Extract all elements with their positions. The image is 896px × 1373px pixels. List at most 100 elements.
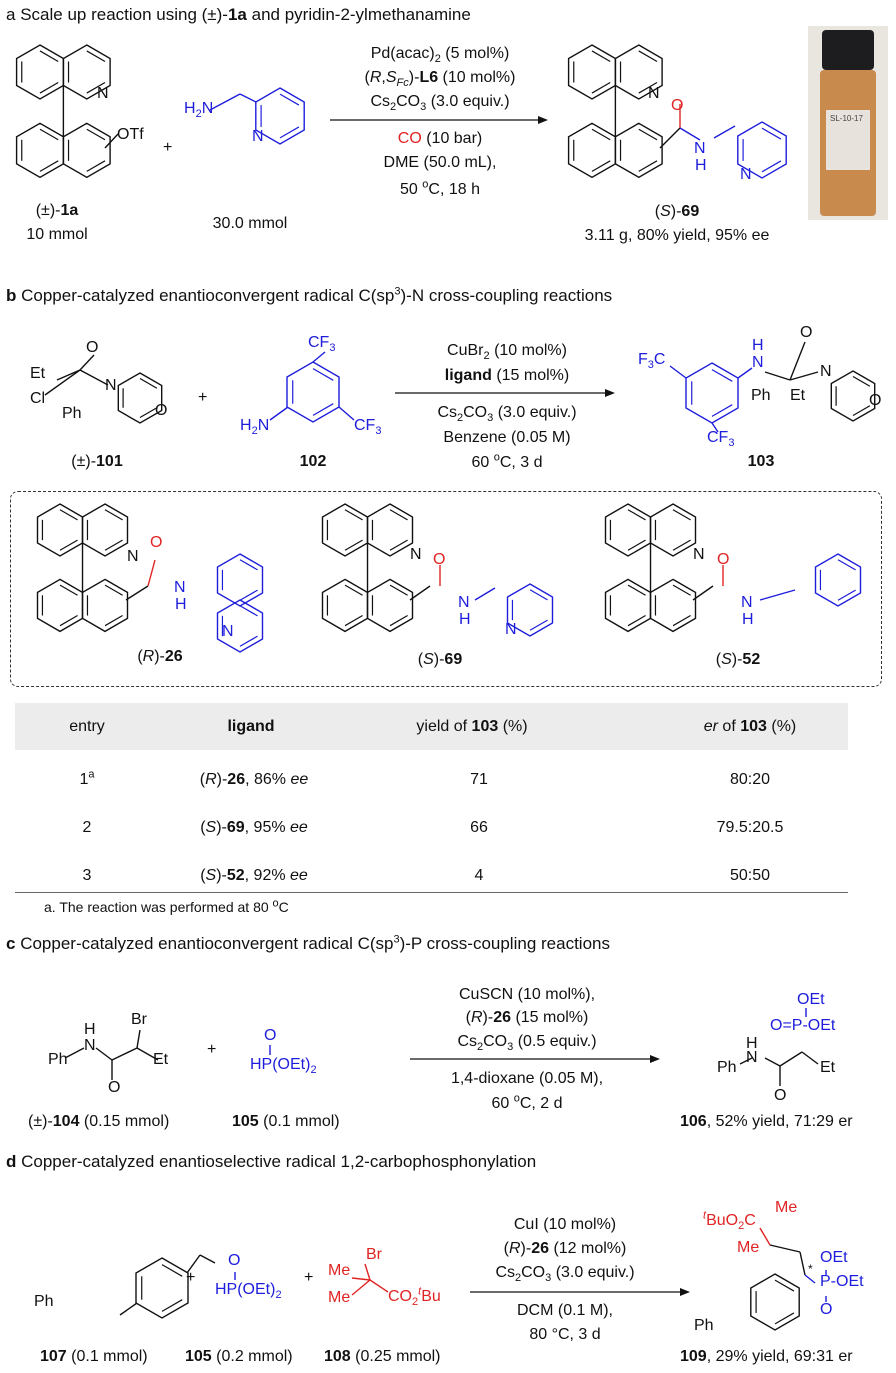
phosphite-105: HP(OEt)2 [250,1056,317,1077]
isoquinoline-ring [15,44,65,100]
double-bond [86,160,106,172]
section-a-title: a Scale up reaction using (±)-1a and pyr… [6,5,471,24]
table-cell-entry: 3 [82,867,92,884]
double-bond [672,584,691,596]
double-bond [59,539,78,551]
double-bond [86,50,106,62]
atom-o: O [671,97,684,114]
bond [737,367,753,379]
reagent-105-label: 105 (0.1 mmol) [232,1113,340,1130]
table-cell-entry: 2 [82,819,92,836]
double-bond [161,1299,183,1312]
atom-n: N [410,546,422,563]
arene-ring [286,361,340,423]
double-bond [774,1279,795,1292]
atom-o: O [717,551,730,568]
cond-solvent: DME (50.0 mL), [383,154,497,171]
double-bond [389,615,408,627]
double-bond [104,509,123,521]
arene-ring [685,362,739,424]
atom-n: N [97,85,109,102]
atom-n: N [458,594,470,611]
cond-base: Cs2CO3 (0.5 equiv.) [457,1033,597,1054]
double-bond [837,559,856,571]
atom-h: H [695,157,707,174]
cond-temp: 60 oC, 3 d [471,451,543,471]
double-bond [344,509,363,521]
amine-amount: 30.0 mmol [212,215,288,232]
double-bond [672,539,691,551]
double-bond [59,584,78,596]
bond [679,127,701,141]
atom-o: O [800,324,813,341]
double-bond [638,160,658,172]
phosphite-105: HP(OEt)2 [215,1281,282,1302]
sm-107-label: 107 (0.1 mmol) [40,1348,148,1365]
atom-otf: OTf [117,126,144,143]
reagent-108-label: 108 (0.25 mmol) [324,1348,441,1365]
arrowhead-icon [650,1055,660,1063]
double-bond [59,615,78,627]
atom-cf3: CF3 [354,417,382,438]
double-bond [529,619,548,631]
atom-et: Et [820,1059,836,1076]
double-bond [638,128,658,141]
plus-sign: + [163,139,173,156]
double-bond [852,405,871,417]
bond [759,589,796,601]
double-bond [389,509,408,521]
table-cell-yield: 4 [474,867,484,884]
plus-sign: + [186,1269,196,1286]
double-bond [312,368,334,381]
double-bond [161,1264,183,1277]
cond-ligand: ligand (15 mol%) [444,367,570,384]
double-bond [627,539,646,551]
bond [312,351,326,363]
sm-104-label: (±)-104 (0.15 mmol) [28,1113,170,1130]
cond-catalyst: CuBr2 (10 mol%) [447,342,567,363]
bond [364,1263,371,1281]
section-c-title: c Copper-catalyzed enantioconvergent rad… [6,933,610,953]
morpholine-ring [830,370,876,422]
double-bond [711,404,733,417]
double-bond [638,50,658,62]
atom-n: N [740,166,752,183]
pyridine-ring [506,583,554,637]
product-109-label: 109, 29% yield, 69:31 er [680,1348,853,1365]
cond-ligand: (R)-26 (15 mol%) [465,1009,589,1026]
cond-co: CO (10 bar) [397,130,483,147]
double-bond [239,605,258,617]
bond [269,406,289,421]
th-yield: yield of 103 (%) [416,718,528,735]
cond-catalyst: Pd(acac)2 (5 mol%) [370,45,510,66]
phosphonate-group: P-OEt [820,1273,864,1290]
sm-1a-amount: 10 mmol [26,226,88,243]
atom-h: H [459,611,471,628]
cond-temp: 60 oC, 2 d [491,1092,563,1112]
atom-h2n: H2N [240,417,270,438]
table-header-band [15,703,848,750]
atom-cf3: CF3 [308,334,336,355]
ligand-69-label: (S)-69 [417,651,463,668]
atom-h: H [84,1021,96,1038]
arrowhead-icon [680,1288,690,1296]
ligand-52-label: (S)-52 [715,651,761,668]
table-cell-ligand: (S)-52, 92% ee [200,867,308,884]
table-bottom-rule [15,892,848,893]
double-bond [344,584,363,596]
isoquinoline-ring [614,44,663,100]
atom-h: H [746,1035,758,1052]
cond-solvent: DCM (0.1 M), [517,1302,613,1319]
double-bond [239,635,258,647]
table-footnote: a. The reaction was performed at 80 oC [44,897,289,915]
double-bond [39,160,59,172]
double-bond [591,128,611,141]
bond [804,1274,816,1284]
morpholine-ring [117,372,163,424]
atom-n: N [752,354,764,371]
atom-n: N [741,594,753,611]
bond [711,422,719,433]
atom-me: Me [737,1239,760,1256]
atom-o: O [774,1087,787,1104]
